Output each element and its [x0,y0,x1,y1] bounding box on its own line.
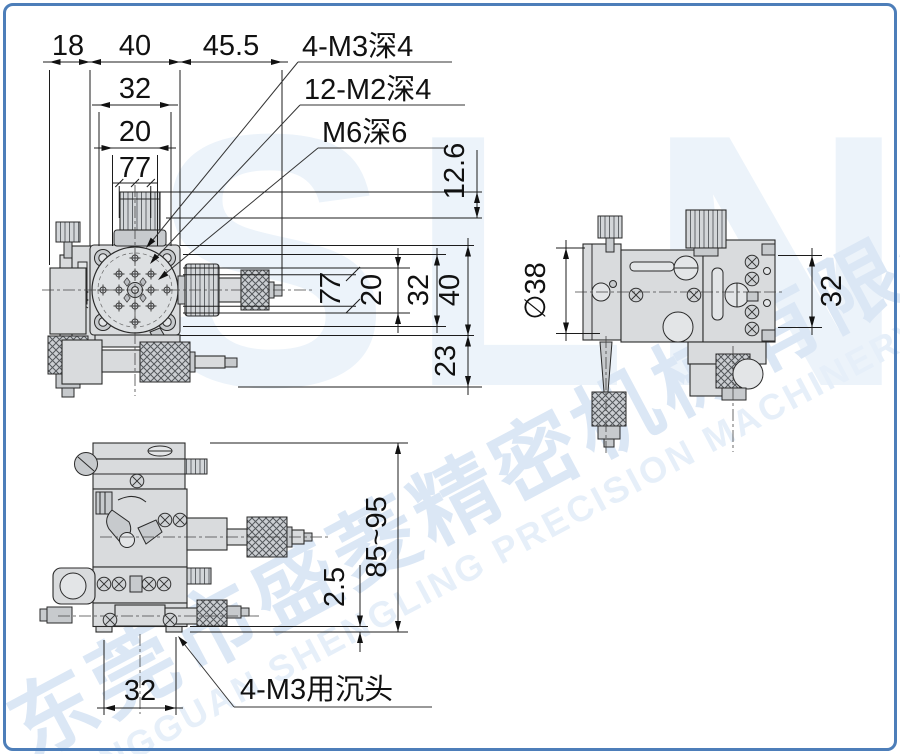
front-bottom-micrometer [61,334,238,385]
label-m6: M6深6 [322,117,407,149]
side-dims: ∅38 32 [520,240,848,341]
dim-45-5: 45.5 [203,30,259,62]
foot-left [95,625,113,633]
foot-right [165,625,183,633]
label-12-m2: 12-M2深4 [304,74,431,106]
dim-2-5: 2.5 [319,567,351,607]
bottom-bottom-micrometer [39,599,262,633]
front-view [42,185,312,398]
dim-23-right: 23 [430,345,462,377]
corner-screw [94,249,176,331]
front-dimensions: 18 40 45.5 32 20 77 4-M3深4 12-M2深4 M6深6 [43,30,482,395]
front-left-thumb-knob [55,221,81,259]
dim-40-right: 40 [434,274,466,306]
bottom-top-block [74,442,208,490]
dim-77-top: 77 [119,152,151,184]
bottom-mid-block [92,488,188,568]
side-right-micrometer [687,341,767,452]
label-4-m3: 4-M3深4 [302,31,413,63]
dim-77-right: 77 [315,272,347,306]
side-left-micrometer [591,336,627,454]
dim-40: 40 [119,30,151,62]
dim-32-side: 32 [816,275,848,307]
label-counterbore: 4-M3用沉头 [240,673,393,706]
hole-callouts: 4-M3深4 12-M2深4 M6深6 [146,31,465,280]
front-top-knob [113,191,167,247]
side-body [582,239,776,343]
dim-32-bottom: 32 [124,675,156,707]
dim-32-top: 32 [119,73,151,105]
bottom-dimensions: 85~95 2.5 32 4-M3用沉头 [97,442,432,715]
dim-20-right: 20 [356,274,388,306]
dim-32-right: 32 [403,274,435,306]
dim-20-top: 20 [119,116,151,148]
dim-85-95: 85~95 [361,496,393,577]
bottom-mid-micrometer [100,516,330,585]
side-top-knobs [597,209,727,257]
dim-12-6: 12.6 [439,143,471,199]
side-view: ∅38 32 [520,209,848,454]
dim-18: 18 [52,30,84,62]
bottom-view: 85~95 2.5 32 4-M3用沉头 [39,442,432,715]
bottom-lower-block [52,566,188,605]
dim-dia38: ∅38 [520,262,552,320]
